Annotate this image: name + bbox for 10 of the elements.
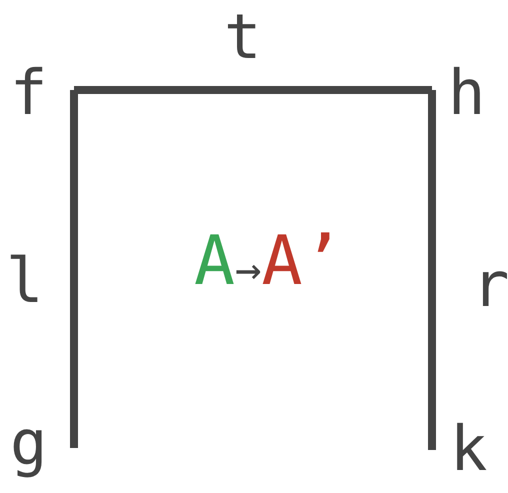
transformation-label: A→A’ [194,228,344,296]
corner-label: k [450,418,488,480]
corner-label: h [448,62,486,124]
edge-label: r [472,254,508,316]
corner-label: f [10,62,48,124]
edge-label: t [224,6,262,68]
side-line [428,90,436,450]
side-line [70,90,78,448]
side-line [74,86,432,94]
edge-label: l [6,250,44,312]
